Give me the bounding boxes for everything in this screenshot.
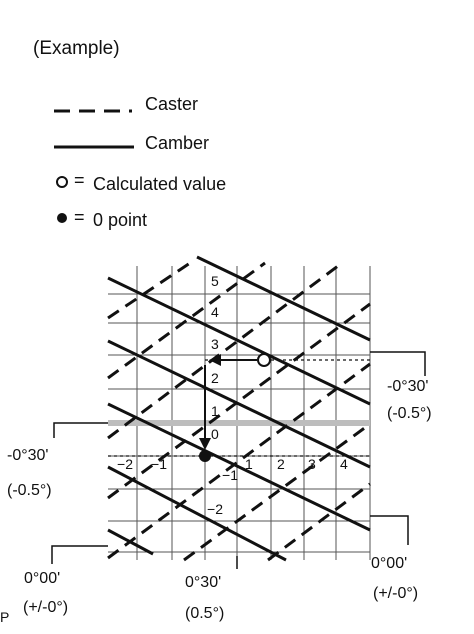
caster-line <box>267 482 371 562</box>
horizontal-label-4: 4 <box>340 456 348 472</box>
horizontal-label-2: 2 <box>277 456 285 472</box>
calculated-value-symbol: = <box>74 170 85 190</box>
caster-line <box>107 362 371 560</box>
horizontal-label-1: 1 <box>245 456 253 472</box>
bottom-mid-degree: 0°30' <box>185 574 221 591</box>
bottom-right-decimal: (+/-0°) <box>373 585 418 602</box>
bottom-right-leader <box>370 515 409 545</box>
caster-lines <box>107 261 371 562</box>
caster-line <box>183 422 371 562</box>
camber-legend-label: Camber <box>145 133 209 153</box>
bottom-mid-decimal: (0.5°) <box>185 605 224 622</box>
right-top-decimal: (-0.5°) <box>387 405 432 422</box>
horizontal-label-minus-2-value: 2 <box>125 456 133 472</box>
horizontal-label-3: 3 <box>308 456 316 472</box>
camber-line <box>107 276 371 406</box>
grid-label-2: 2 <box>211 370 219 386</box>
zero-point-symbol: = <box>74 207 85 227</box>
right-top-degree: -0°30' <box>387 378 428 395</box>
grid-label-4: 4 <box>211 304 219 320</box>
grid-label-0: 0 <box>211 426 219 442</box>
bottom-right-degree: 0°00' <box>371 555 407 572</box>
zero-point-marker <box>199 450 211 462</box>
left-mid-leader <box>53 422 108 438</box>
zero-point-label: 0 point <box>93 210 147 230</box>
caster-line <box>107 261 343 440</box>
zero-point-icon <box>57 213 67 223</box>
caster-legend-label: Caster <box>145 94 198 114</box>
reference-grid <box>108 266 371 560</box>
bottom-left-leader <box>51 545 108 564</box>
bottom-left-decimal: (+/-0°) <box>23 599 68 616</box>
grid-label-minus-1: −1 <box>222 467 238 483</box>
right-top-leader <box>370 351 426 376</box>
calculated-value-label: Calculated value <box>93 174 226 194</box>
grid-label-5: 5 <box>211 273 219 289</box>
camber-line <box>107 465 287 562</box>
grid-label-minus-2-value: 2 <box>215 501 223 517</box>
vertical-arrow-head <box>199 438 211 450</box>
horizontal-arrow-head <box>209 354 221 366</box>
left-mid-decimal: (-0.5°) <box>7 482 52 499</box>
horizontal-label-minus-1: −1 <box>151 456 167 472</box>
caster-line <box>107 302 371 500</box>
grid-label-1: 1 <box>211 403 219 419</box>
camber-line <box>196 255 371 342</box>
horizontal-label-minus-2: −2 <box>117 456 133 472</box>
grid-label-minus-2: −2 <box>207 501 223 517</box>
camber-line <box>107 339 371 469</box>
calculated-value-icon <box>56 176 68 188</box>
horizontal-label-minus-1-value: 1 <box>159 456 167 472</box>
caster-line <box>107 261 266 380</box>
calculated-value-marker <box>257 353 271 367</box>
camber-line <box>107 402 371 532</box>
caster-line <box>107 261 191 320</box>
example-label: (Example) <box>33 38 120 59</box>
grid-label-3: 3 <box>211 336 219 352</box>
bottom-left-degree: 0°00' <box>24 570 60 587</box>
corner-mark: P <box>0 609 9 625</box>
grid-label-minus-1-value: 1 <box>230 467 238 483</box>
left-mid-degree: -0°30' <box>7 447 48 464</box>
